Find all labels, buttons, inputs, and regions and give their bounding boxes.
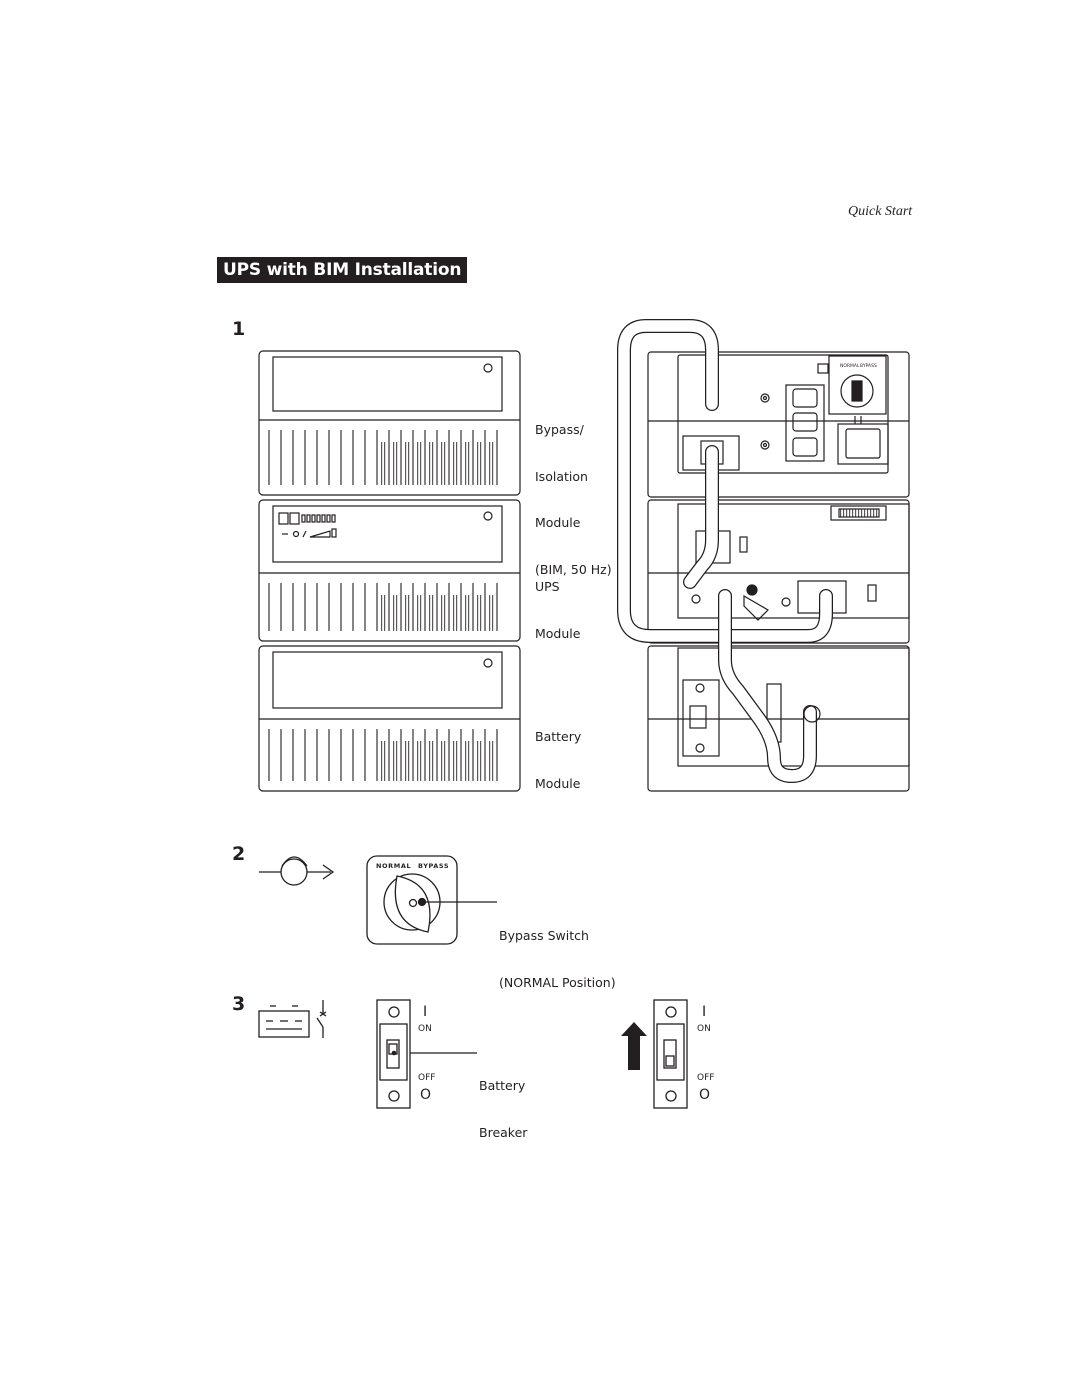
vent-hatch [392,442,398,485]
vent-hatch [476,442,482,485]
ups-vents [268,583,498,631]
vent-hatch [416,741,422,781]
battery-label-line2: Module [535,775,581,791]
vent-hatch [380,741,386,781]
vent-hatch [404,741,410,781]
vent-hatch [440,595,446,631]
breaker2-on-symbol: I [702,1004,706,1020]
bim-label-line1: Bypass/ [535,422,584,437]
vent-hatch [464,595,470,631]
switch-bypass-label: BYPASS [418,862,449,870]
breaker1-off-symbol: O [420,1087,431,1103]
battery-label-line1: Battery [535,729,582,744]
vent-hatch [428,741,434,781]
vent-hatch [476,741,482,781]
vent-hatch [392,741,398,781]
vent-hatch [488,595,494,631]
bim-vents [268,430,498,485]
battery-breaker-off [376,999,477,1109]
vent-hatch [452,442,458,485]
bim-switch-bypass-label: BYPASS [860,363,877,369]
bim-label: Bypass/ Isolation Module (BIM, 50 Hz) [535,391,612,593]
step-number-1: 1 [232,318,246,340]
vent-hatch [488,741,494,781]
page-title: UPS with BIM Installation [217,257,468,283]
battery-breaker-on [653,999,688,1109]
battery-breaker-callout: Battery Breaker [479,1047,527,1156]
vent-hatch [464,741,470,781]
battery-breaker-symbol-icon [258,1000,327,1038]
step-number-2: 2 [232,843,246,865]
section-header: Quick Start [848,204,913,219]
breaker1-on-symbol: I [423,1004,427,1020]
ups-label-line2: Module [535,625,581,641]
bim-label-line2: Isolation [535,468,588,484]
vent-hatch [380,442,386,485]
vent-hatch [416,442,422,485]
vent-hatch [404,442,410,485]
bim-label-line4: (BIM, 50 Hz) [535,561,612,577]
vent-hatch [488,442,494,485]
vent-hatch [440,741,446,781]
battery-label: Battery Module [535,698,581,807]
battery-breaker-callout-line1: Battery [479,1078,526,1093]
breaker2-on-label: ON [697,1024,711,1034]
vent-hatch [452,741,458,781]
bypass-switch-callout-line2: (NORMAL Position) [499,974,616,990]
rotate-clockwise-icon [259,856,335,886]
breaker2-off-symbol: O [699,1087,710,1103]
svg-text:I: I [423,1004,427,1020]
vent-hatch [380,595,386,631]
vent-hatch [476,595,482,631]
bim-label-line3: Module [535,515,581,530]
vent-hatch [392,595,398,631]
vent-hatch [428,442,434,485]
arrow-up-icon [621,1022,647,1070]
vent-hatch [428,595,434,631]
vent-hatch [404,595,410,631]
battery-vents [268,729,498,781]
breaker1-off-label: OFF [418,1073,435,1083]
vent-hatch [464,442,470,485]
ups-label: UPS Module [535,548,580,657]
bypass-switch-plate [366,855,458,945]
vent-hatch [416,595,422,631]
breaker1-on-label: ON [418,1024,432,1034]
switch-normal-label: NORMAL [376,862,411,870]
bypass-switch-callout: Bypass Switch (NORMAL Position) [499,897,616,1006]
ups-label-line1: UPS [535,579,560,594]
breaker2-off-label: OFF [697,1073,714,1083]
vent-hatch [452,595,458,631]
vent-hatch [440,442,446,485]
battery-breaker-callout-line2: Breaker [479,1124,528,1140]
bypass-switch-callout-line1: Bypass Switch [499,928,589,943]
bim-switch-normal-label: NORMAL [840,363,860,369]
step-number-3: 3 [232,993,246,1015]
